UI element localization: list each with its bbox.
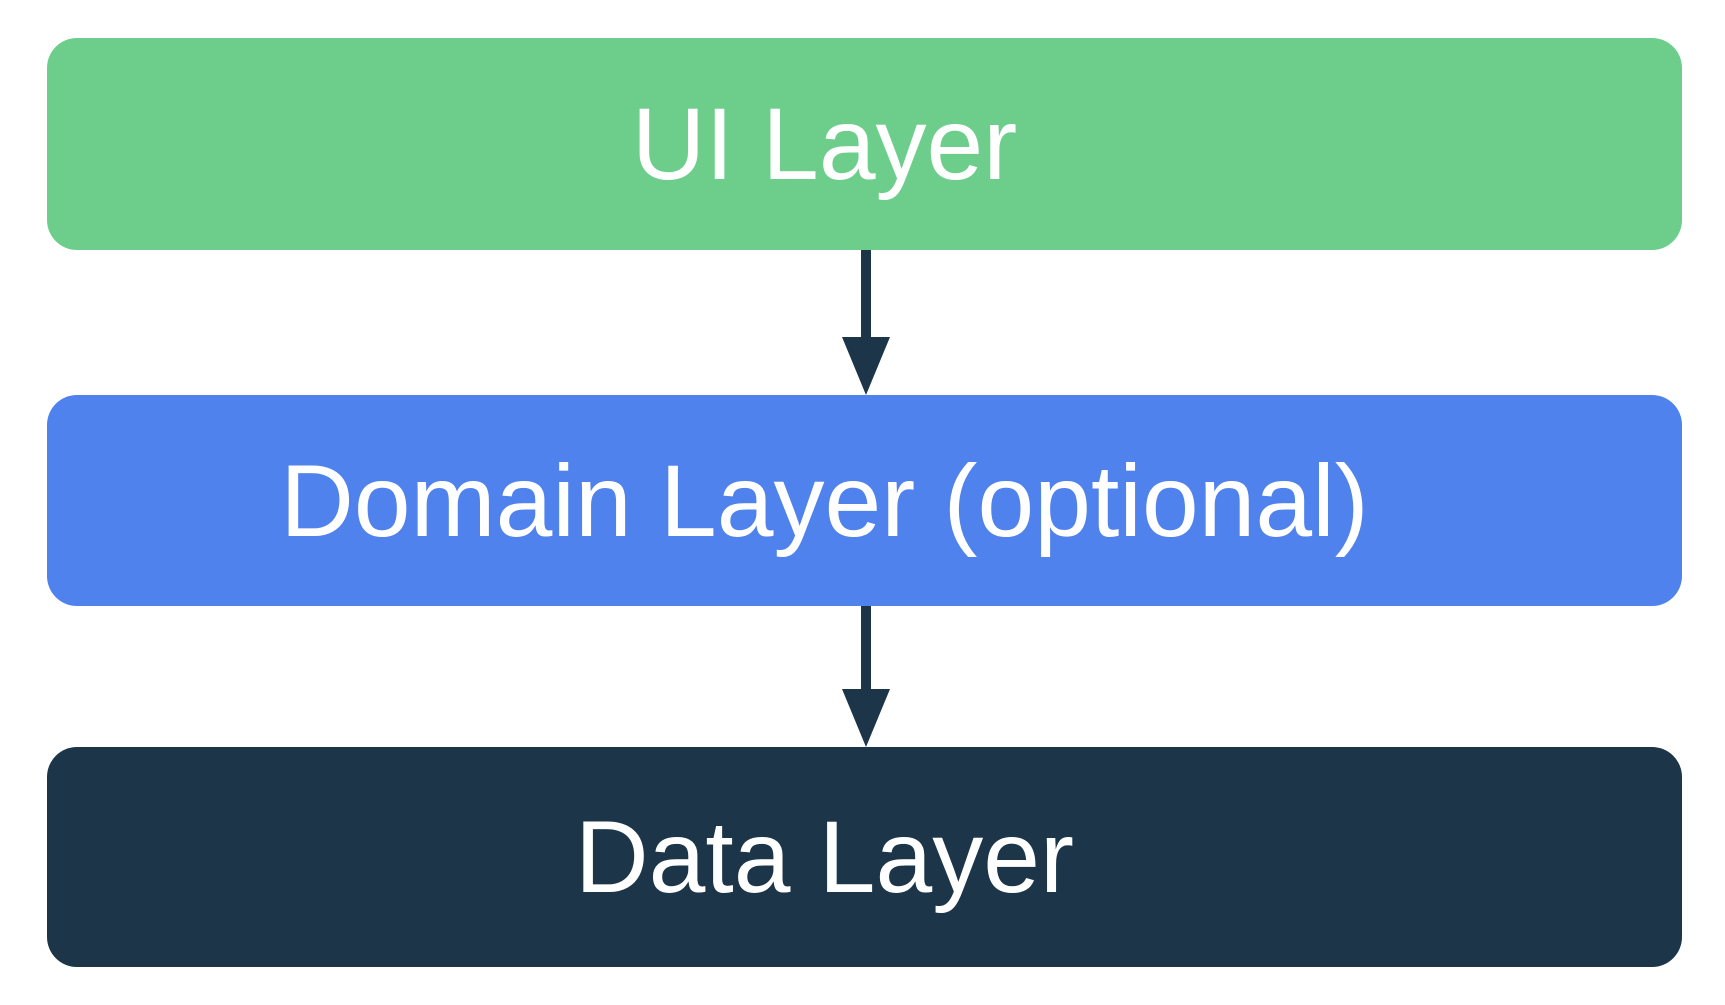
layer-box-ui: UI Layer — [47, 38, 1682, 250]
arrow-down-icon — [842, 689, 890, 747]
arrow-ui-to-domain — [842, 250, 890, 395]
arrow-shaft — [861, 606, 871, 691]
layer-box-data: Data Layer — [47, 747, 1682, 967]
arrow-down-icon — [842, 337, 890, 395]
arrow-domain-to-data — [842, 606, 890, 747]
layer-label-data: Data Layer — [575, 800, 1074, 914]
layer-box-domain: Domain Layer (optional) — [47, 395, 1682, 606]
layer-label-domain: Domain Layer (optional) — [280, 443, 1369, 558]
arrow-shaft — [861, 250, 871, 339]
layer-label-ui: UI Layer — [631, 87, 1018, 201]
